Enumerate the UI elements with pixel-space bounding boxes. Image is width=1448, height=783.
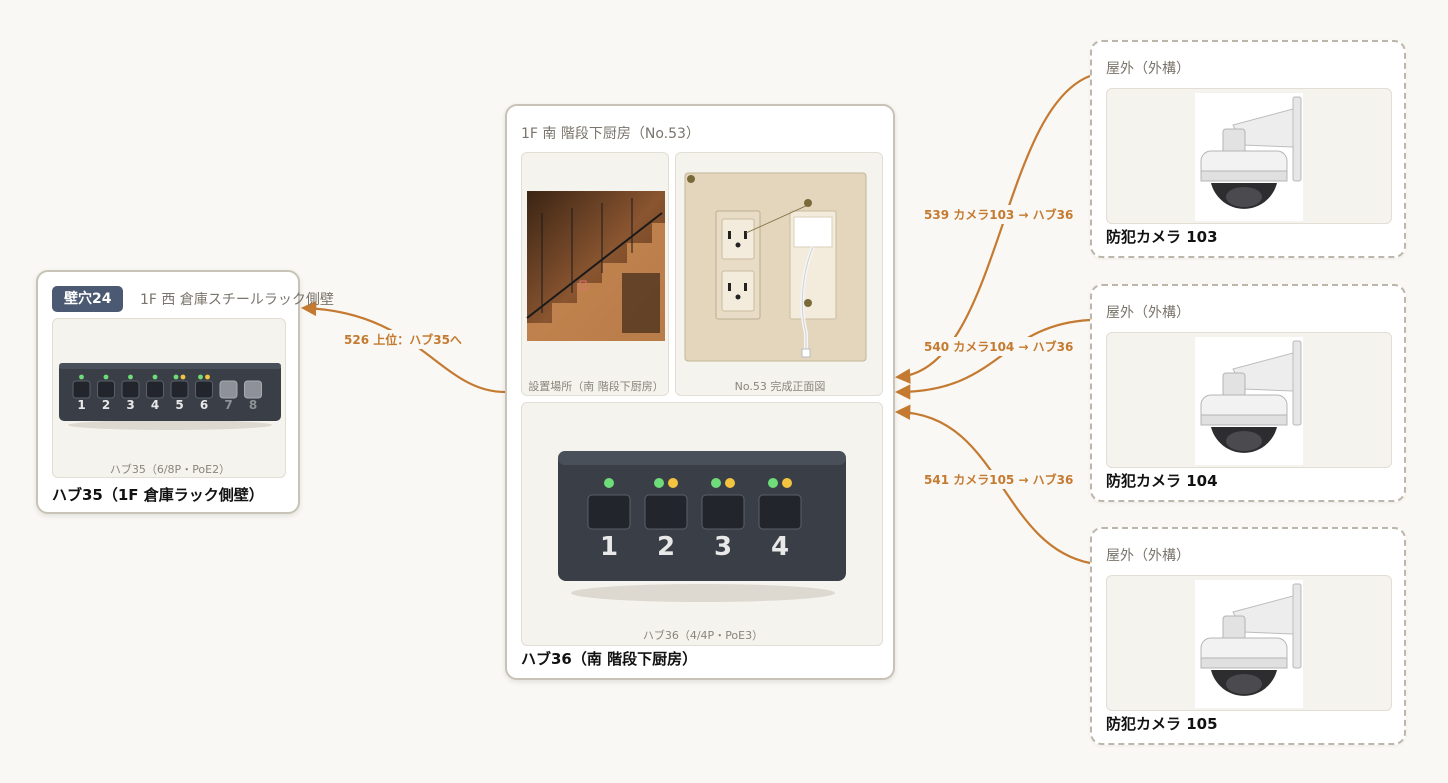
camera-node-2[interactable]: 屋外（外構） 防犯カメラ 104 (1090, 284, 1406, 502)
camera-location: 屋外（外構） (1106, 305, 1190, 321)
port-4 (146, 380, 164, 399)
camera-title: 防犯カメラ 103 (1106, 228, 1218, 246)
port-5-label: 5 (175, 398, 183, 412)
outlet-front-drawing (684, 172, 867, 362)
port-7 (219, 380, 238, 399)
port-1-link-led (604, 478, 614, 488)
port-2-label: 2 (657, 532, 675, 562)
port-4-link-led (768, 478, 778, 488)
edge-label-540: 540 カメラ104 → ハブ36 (922, 337, 1076, 356)
port-3-link-led (711, 478, 721, 488)
port-4-poe-led (782, 478, 792, 488)
port-4-label: 4 (151, 398, 159, 412)
edge-label-541: 541 カメラ105 → ハブ36 (922, 470, 1076, 489)
port-1-label: 1 (77, 398, 85, 412)
port-4-label: 4 (771, 532, 789, 562)
edge-540[interactable] (894, 318, 1091, 400)
port-5 (170, 380, 189, 399)
port-2-poe-led (668, 478, 678, 488)
port-2 (97, 380, 115, 399)
port-6-label: 6 (200, 398, 208, 412)
camera-title: 防犯カメラ 105 (1106, 715, 1218, 733)
camera-location: 屋外（外構） (1106, 548, 1190, 564)
edge-label-526: 526 上位：ハブ35へ (342, 330, 464, 349)
port-1 (72, 380, 91, 399)
wall-hole-tag: 壁穴24 (52, 286, 124, 312)
port-3-link-led (128, 374, 133, 380)
camera-image-panel (1106, 88, 1392, 224)
hub36-switch-illustration: 1 2 3 4 (558, 451, 846, 602)
port-6-poe-led (205, 374, 210, 380)
port-3 (701, 494, 745, 530)
hub35-caption: ハブ35（6/8P・PoE2） (109, 463, 231, 476)
edge-539[interactable] (894, 74, 1091, 384)
stair-kitchen-photo (526, 191, 665, 341)
dome-camera-icon (1195, 337, 1303, 465)
hub35-switch-illustration: 1 2 3 4 5 6 7 8 (59, 363, 281, 430)
hub35-node[interactable]: 壁穴24 1F 西 倉庫スチールラック側壁 1 2 3 4 5 6 7 8 ハブ35（6/8P… (36, 270, 334, 514)
port-6 (195, 380, 213, 399)
hub36-location: 1F 南 階段下厨房（No.53） (521, 126, 700, 142)
port-8-label: 8 (249, 398, 257, 412)
port-5-link-led (173, 374, 179, 380)
edge-526[interactable] (300, 300, 506, 394)
hub36-caption: ハブ36（4/4P・PoE3） (642, 629, 764, 642)
hub36-title: ハブ36（南 階段下厨房） (521, 650, 698, 668)
front-drawing-panel: No.53 完成正面図 (675, 152, 883, 396)
port-3-poe-led (725, 478, 735, 488)
port-1 (587, 494, 631, 530)
dome-camera-icon (1195, 580, 1303, 708)
camera-image-panel (1106, 575, 1392, 711)
port-2-link-led (103, 374, 109, 380)
dome-camera-icon (1195, 93, 1303, 221)
port-5-poe-led (180, 374, 186, 380)
port-1-label: 1 (600, 532, 618, 562)
hub35-title: ハブ35（1F 倉庫ラック側壁） (52, 486, 264, 504)
hub35-image-panel: 1 2 3 4 5 6 7 8 ハブ35（6/8P・PoE2） (52, 318, 286, 478)
hub36-image-panel: 1 2 3 4 ハブ36（4/4P・PoE3） (521, 402, 883, 646)
camera-title: 防犯カメラ 104 (1106, 472, 1218, 490)
install-photo-panel: 設置場所（南 階段下厨房） (521, 152, 669, 396)
port-4 (758, 494, 802, 530)
install-photo-caption: 設置場所（南 階段下厨房） (528, 380, 664, 393)
camera-image-panel (1106, 332, 1392, 468)
port-1-link-led (79, 374, 84, 380)
port-2-label: 2 (102, 398, 110, 412)
port-3-label: 3 (126, 398, 134, 412)
hub36-node[interactable]: 1F 南 階段下厨房（No.53） 設置場所（南 階段下厨房） (505, 104, 895, 680)
port-3 (121, 380, 140, 399)
port-7-label: 7 (224, 398, 232, 412)
front-drawing-caption: No.53 完成正面図 (734, 380, 826, 393)
camera-location: 屋外（外構） (1106, 61, 1190, 77)
camera-node-1[interactable]: 屋外（外構） 防犯カメラ 103 (1090, 40, 1406, 258)
hub35-location: 1F 西 倉庫スチールラック側壁 (140, 292, 334, 308)
port-8 (244, 380, 262, 399)
port-2-link-led (654, 478, 664, 488)
port-3-label: 3 (714, 532, 732, 562)
port-6-link-led (198, 374, 203, 380)
camera-node-3[interactable]: 屋外（外構） 防犯カメラ 105 (1090, 527, 1406, 745)
edge-label-539: 539 カメラ103 → ハブ36 (922, 205, 1076, 224)
port-2 (644, 494, 688, 530)
port-4-link-led (152, 374, 158, 380)
